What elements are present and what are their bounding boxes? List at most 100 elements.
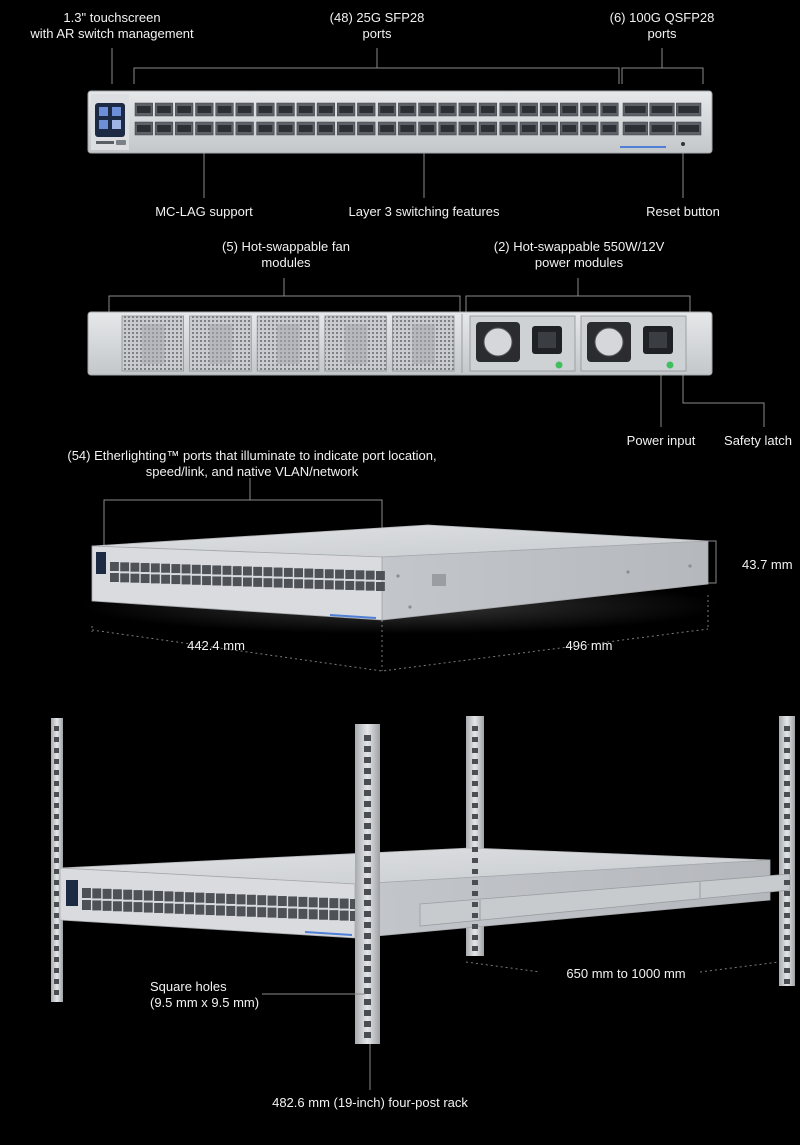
square-hole [364,922,371,928]
square-hole [364,746,371,752]
port [212,565,222,575]
square-hole [364,856,371,862]
square-hole [364,933,371,939]
square-hole [364,1032,371,1038]
qsfp28-port-array [622,102,702,136]
square-hole [54,792,59,797]
rear-panel-callout-lines [108,278,765,427]
square-hole [472,891,478,896]
square-hole [784,825,790,830]
port [232,566,242,576]
port [263,578,273,588]
port [140,574,150,584]
port [110,573,119,582]
psu-status-led [666,361,674,369]
square-hole [364,735,371,741]
rear-panel-switch [87,311,713,376]
port [164,903,174,914]
switch-3d-view [80,524,720,634]
port [195,904,205,915]
square-hole [364,757,371,763]
sfp28-label: (48) 25G SFP28 ports [329,10,425,41]
port [92,900,102,911]
port [171,564,181,574]
port [112,901,122,912]
etherlighting-ports [110,562,385,591]
square-hole [54,759,59,764]
port [298,896,308,907]
port [329,898,339,909]
square-hole [784,814,790,819]
port [150,574,160,584]
square-hole [472,748,478,753]
square-hole [784,748,790,753]
port [181,575,191,585]
port [273,578,283,588]
square-hole [784,781,790,786]
square-hole [472,858,478,863]
port [257,895,267,906]
square-hole [472,803,478,808]
square-hole [472,869,478,874]
square-hole [784,946,790,951]
port [161,574,171,584]
square-hole [364,977,371,983]
port [253,566,263,576]
width-dimension: 442.4 mm [187,638,245,653]
square-holes [54,726,790,1038]
square-hole [364,988,371,994]
port [350,911,359,921]
square-hole [54,858,59,863]
square-hole [472,737,478,742]
port [236,894,246,905]
square-hole [364,812,371,818]
square-holes-label: Square holes (9.5 mm x 9.5 mm) [150,979,260,1010]
port [257,907,267,918]
port [267,907,277,918]
square-hole [54,803,59,808]
port [232,577,242,587]
square-hole [472,946,478,951]
square-hole [784,891,790,896]
port [288,908,298,919]
port [130,573,140,583]
port [319,909,329,920]
square-hole [784,836,790,841]
port [350,899,359,909]
port [92,888,102,899]
square-hole [784,770,790,775]
square-hole [784,858,790,863]
port [191,575,201,585]
port [376,571,385,580]
sfp28-port-array [134,102,619,136]
port [143,902,153,913]
port [133,902,143,913]
square-hole [364,867,371,873]
port [294,568,304,578]
port [202,565,211,575]
port [314,568,324,578]
port [174,891,184,902]
port [288,896,298,907]
power-modules [469,315,687,372]
port [365,570,375,580]
square-hole [364,944,371,950]
port [253,577,263,587]
port [319,897,329,908]
square-hole [784,902,790,907]
square-hole [472,880,478,885]
port [304,579,314,589]
front-panel-callout-lines [111,48,704,198]
square-hole [364,889,371,895]
port [236,906,246,917]
square-hole [54,957,59,962]
square-hole [784,924,790,929]
port [263,567,273,577]
square-hole [364,900,371,906]
square-hole [54,869,59,874]
square-hole [472,825,478,830]
square-hole [54,770,59,775]
port [133,890,143,901]
port [345,580,355,590]
port [171,575,181,585]
